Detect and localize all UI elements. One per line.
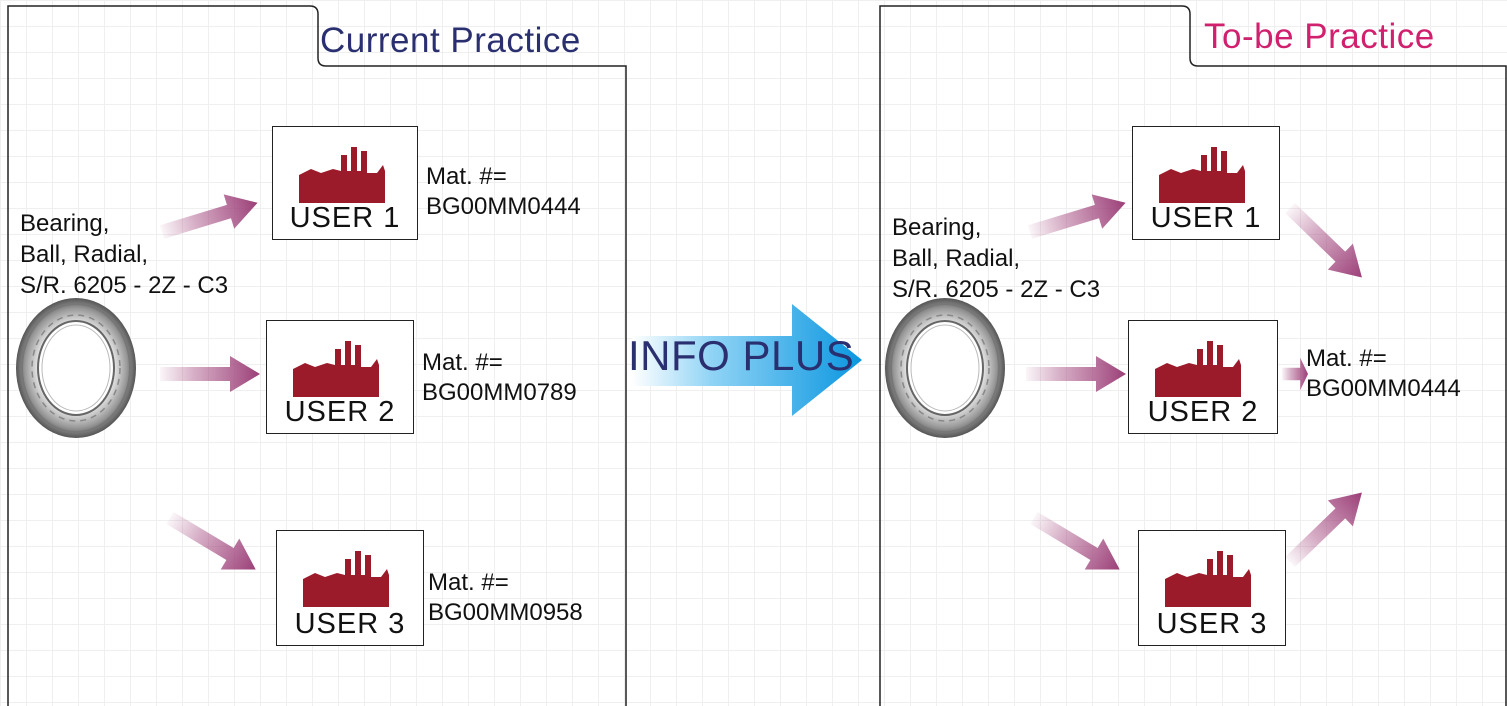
material-label: Mat. #= — [428, 569, 509, 596]
factory-icon — [299, 147, 385, 203]
arrow-to-user-2 — [160, 356, 260, 392]
material-code: BG00MM0958 — [428, 599, 583, 626]
material-label: Mat. #= — [1306, 345, 1387, 372]
factory-icon — [303, 551, 389, 607]
arrow-user-3-to-code — [1277, 479, 1375, 575]
user-label: USER 1 — [1150, 202, 1262, 234]
user-label: USER 3 — [1156, 608, 1268, 640]
description-line: Bearing, — [20, 210, 110, 237]
material-number: Mat. #= BG00MM0958 — [428, 568, 583, 628]
material-label: Mat. #= — [422, 349, 503, 376]
user-box-2: USER 2 — [1128, 320, 1278, 434]
factory-icon — [1159, 147, 1245, 203]
material-code: BG00MM0789 — [422, 379, 577, 406]
material-label: Mat. #= — [426, 163, 507, 190]
user-label: USER 2 — [1147, 396, 1259, 428]
user-box-3: USER 3 — [276, 530, 424, 646]
tobe-practice-panel — [879, 5, 1507, 706]
user-label: USER 2 — [284, 396, 396, 428]
description-line: Ball, Radial, — [892, 245, 1021, 272]
current-practice-title: Current Practice — [320, 21, 581, 60]
description-line: Bearing, — [892, 214, 982, 241]
user-box-3: USER 3 — [1138, 530, 1286, 646]
arrow-to-user-3 — [160, 502, 265, 585]
user-box-2: USER 2 — [266, 320, 414, 434]
factory-icon — [1155, 341, 1241, 397]
material-number: Mat. #= BG00MM0444 — [426, 162, 581, 222]
bearing-icon — [884, 297, 1006, 439]
user-label: USER 3 — [294, 608, 406, 640]
arrow-user-1-to-code — [1277, 195, 1375, 291]
info-plus-arrow — [632, 304, 862, 416]
factory-icon — [293, 341, 379, 397]
factory-icon — [1165, 551, 1251, 607]
arrow-to-user-2 — [1026, 356, 1126, 392]
item-description: Bearing, Ball, Radial, S/R. 6205 - 2Z - … — [892, 212, 1100, 305]
item-description: Bearing, Ball, Radial, S/R. 6205 - 2Z - … — [20, 208, 228, 301]
user-label: USER 1 — [289, 202, 401, 234]
shared-material-number: Mat. #= BG00MM0444 — [1306, 344, 1461, 404]
description-line: Ball, Radial, — [20, 241, 149, 268]
bearing-icon — [15, 297, 137, 439]
material-code: BG00MM0444 — [1306, 375, 1461, 402]
arrow-user-2-to-code — [1282, 357, 1308, 391]
material-code: BG00MM0444 — [426, 193, 581, 220]
tobe-practice-title: To-be Practice — [1204, 17, 1435, 56]
user-box-1: USER 1 — [272, 126, 418, 240]
info-plus-label: INFO PLUS — [628, 332, 855, 379]
material-number: Mat. #= BG00MM0789 — [422, 348, 577, 408]
user-box-1: USER 1 — [1132, 126, 1280, 240]
description-line: S/R. 6205 - 2Z - C3 — [20, 272, 229, 299]
description-line: S/R. 6205 - 2Z - C3 — [892, 276, 1101, 303]
arrow-to-user-3 — [1024, 502, 1129, 585]
current-practice-panel — [7, 5, 627, 706]
